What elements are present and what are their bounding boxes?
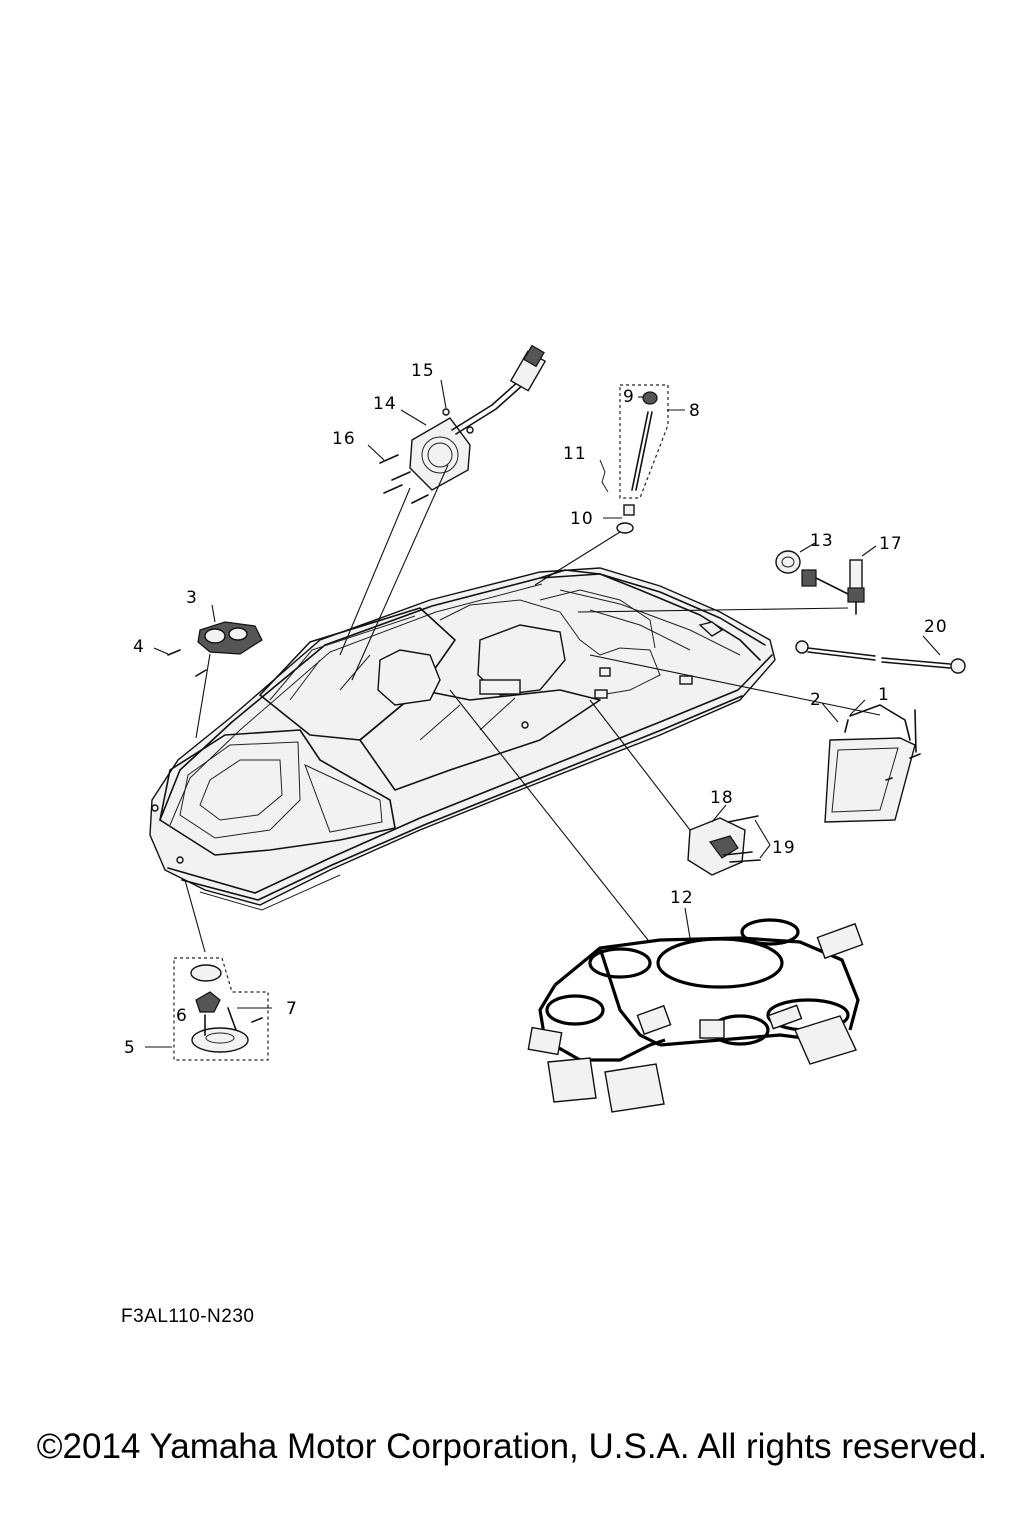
callout-20: 20 — [924, 617, 948, 637]
part-wire-harness — [527, 918, 864, 1113]
callout-17: 17 — [879, 534, 903, 554]
callout-19: 19 — [772, 838, 796, 858]
callout-5: 5 — [124, 1038, 136, 1058]
callout-15: 15 — [411, 361, 435, 381]
part-drain-kit — [173, 957, 269, 1061]
callout-8: 8 — [689, 401, 701, 421]
callout-14: 14 — [373, 394, 397, 414]
boat-hull — [149, 567, 776, 911]
part-battery-box — [824, 704, 921, 823]
leader-lines — [145, 379, 941, 1048]
callout-7: 7 — [286, 999, 298, 1019]
callout-18: 18 — [710, 788, 734, 808]
callout-4: 4 — [133, 637, 145, 657]
part-code-label: F3AL110-N230 — [121, 1306, 255, 1327]
callout-labels: 1 2 3 4 5 6 7 8 9 10 11 12 13 14 15 16 1… — [124, 361, 948, 1058]
callout-16: 16 — [332, 429, 356, 449]
callout-11: 11 — [563, 444, 587, 464]
callout-2: 2 — [810, 690, 822, 710]
callout-1: 1 — [878, 685, 890, 705]
callout-9: 9 — [623, 387, 635, 407]
part-cable — [795, 640, 966, 674]
part-sensor — [775, 550, 865, 615]
part-relay — [687, 815, 761, 876]
part-bracket — [379, 344, 547, 504]
part-speaker — [167, 621, 263, 677]
callout-10: 10 — [570, 509, 594, 529]
callout-13: 13 — [810, 531, 834, 551]
part-antenna — [599, 384, 669, 534]
callout-3: 3 — [186, 588, 198, 608]
copyright-notice: ©2014 Yamaha Motor Corporation, U.S.A. A… — [36, 1427, 988, 1466]
callout-12: 12 — [670, 888, 694, 908]
callout-6: 6 — [176, 1006, 188, 1026]
